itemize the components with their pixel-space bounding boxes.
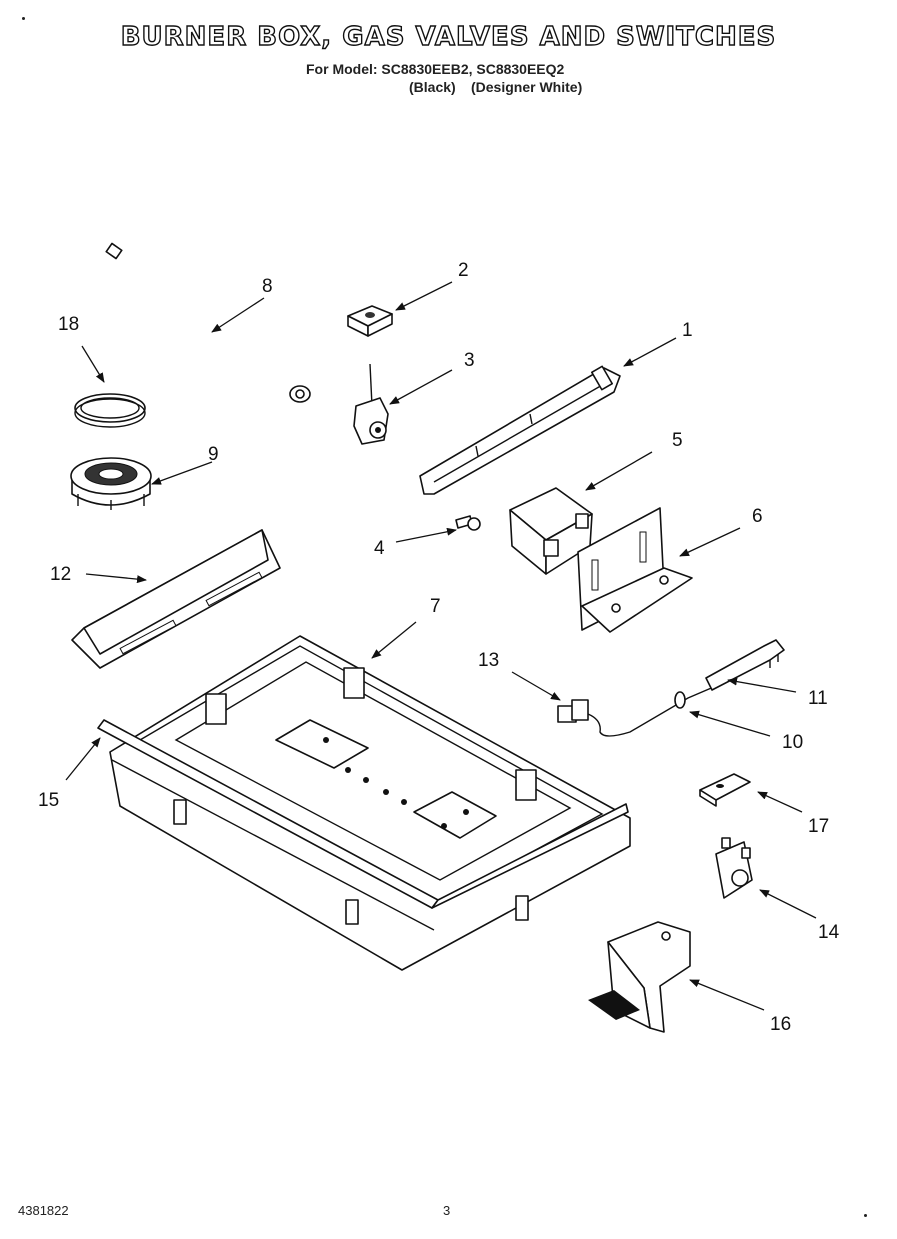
callout-arrow-9 <box>151 461 213 485</box>
callout-5: 5 <box>672 430 683 451</box>
part-2-spacer-block <box>347 305 393 337</box>
callout-arrow-5 <box>585 451 653 491</box>
part-13-connector <box>557 699 589 723</box>
callout-13: 13 <box>478 650 499 671</box>
callout-arrow-7 <box>371 621 417 659</box>
part-6-l-bracket <box>577 507 693 633</box>
part-9-burner-base <box>70 457 152 510</box>
callout-16: 16 <box>770 1014 791 1035</box>
callout-17: 17 <box>808 816 829 837</box>
callout-arrow-3 <box>389 369 453 405</box>
scan-speck <box>864 1214 867 1217</box>
callout-arrow-11 <box>727 677 797 693</box>
callout-arrow-14 <box>759 889 817 919</box>
callout-14: 14 <box>818 922 840 943</box>
callout-8: 8 <box>262 276 273 297</box>
callout-arrow-1 <box>623 337 677 367</box>
document-part-number: 4381822 <box>18 1203 69 1218</box>
variant-black-label: (Black) <box>409 79 456 95</box>
part-14-valve <box>715 837 753 899</box>
callout-6: 6 <box>752 506 763 527</box>
callout-7: 7 <box>430 596 441 617</box>
callout-18: 18 <box>58 314 79 335</box>
part-1-mounting-bracket <box>419 365 621 495</box>
callout-arrow-17 <box>757 791 803 813</box>
part-16-shield-bracket <box>588 921 691 1033</box>
callout-arrow-2 <box>395 281 453 311</box>
callout-3: 3 <box>464 350 475 371</box>
page-number: 3 <box>443 1203 451 1218</box>
part-5-switch <box>509 487 593 575</box>
callout-arrow-10 <box>689 710 771 737</box>
callout-11: 11 <box>808 688 828 709</box>
callout-arrow-18 <box>81 345 105 383</box>
part-8-gas-tube <box>105 242 311 403</box>
callout-15: 15 <box>38 790 59 811</box>
callout-arrow-8 <box>211 297 265 333</box>
part-18-burner-ring <box>74 393 146 428</box>
callout-arrow-6 <box>679 527 741 557</box>
callout-arrow-13 <box>511 671 561 701</box>
part-10-11-ignitor-wire <box>587 639 785 737</box>
callout-12: 12 <box>50 564 71 585</box>
callout-arrow-12 <box>85 573 147 584</box>
variant-white-label: (Designer White) <box>471 79 583 95</box>
part-15-flange-strip <box>97 719 629 931</box>
callout-4: 4 <box>374 538 385 559</box>
part-7-burner-box <box>109 635 631 971</box>
callout-arrow-16 <box>689 979 765 1011</box>
callout-1: 1 <box>682 320 693 341</box>
callout-9: 9 <box>208 444 219 465</box>
callout-10: 10 <box>782 732 803 753</box>
callout-arrow-15 <box>65 737 101 781</box>
page-title: BURNER BOX, GAS VALVES AND SWITCHES <box>120 21 777 52</box>
model-line: For Model: SC8830EEB2, SC8830EEQ2 <box>306 61 565 77</box>
callout-2: 2 <box>458 260 469 281</box>
scan-speck <box>22 17 25 20</box>
part-3-valve <box>353 363 389 445</box>
callout-arrow-4 <box>395 527 457 543</box>
part-4-screw <box>455 515 481 531</box>
part-12-channel-bracket <box>71 529 281 669</box>
part-17-plate <box>699 773 751 807</box>
